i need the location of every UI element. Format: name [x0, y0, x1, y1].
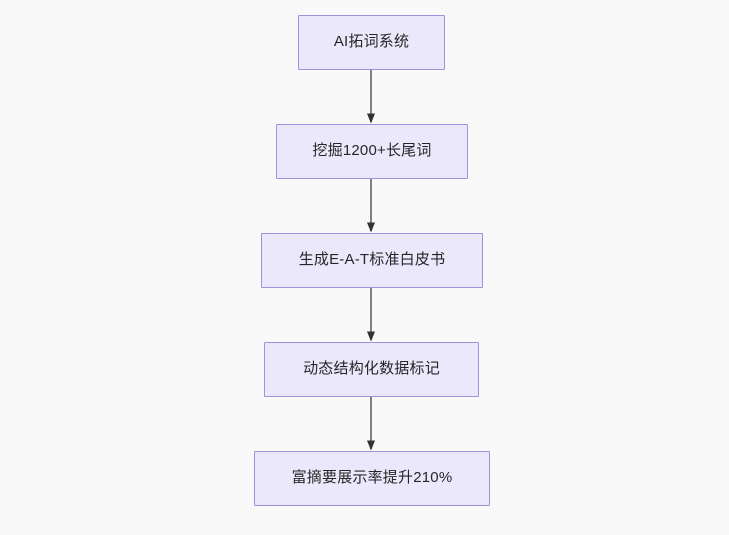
- flow-node-mine-longtail-keywords[interactable]: 挖掘1200+长尾词: [276, 124, 468, 179]
- flow-node-generate-eat-whitepaper[interactable]: 生成E-A-T标准白皮书: [261, 233, 483, 288]
- flow-node-dynamic-structured-data-markup[interactable]: 动态结构化数据标记: [264, 342, 479, 397]
- flow-node-ai-keyword-system[interactable]: AI拓词系统: [298, 15, 445, 70]
- flow-node-label: 动态结构化数据标记: [303, 360, 440, 378]
- flow-node-rich-snippet-impression-lift[interactable]: 富摘要展示率提升210%: [254, 451, 490, 506]
- flow-node-label: 富摘要展示率提升210%: [291, 469, 453, 487]
- flow-node-label: 生成E-A-T标准白皮书: [298, 251, 446, 269]
- flow-node-label: 挖掘1200+长尾词: [312, 142, 432, 160]
- flow-node-label: AI拓词系统: [333, 33, 410, 51]
